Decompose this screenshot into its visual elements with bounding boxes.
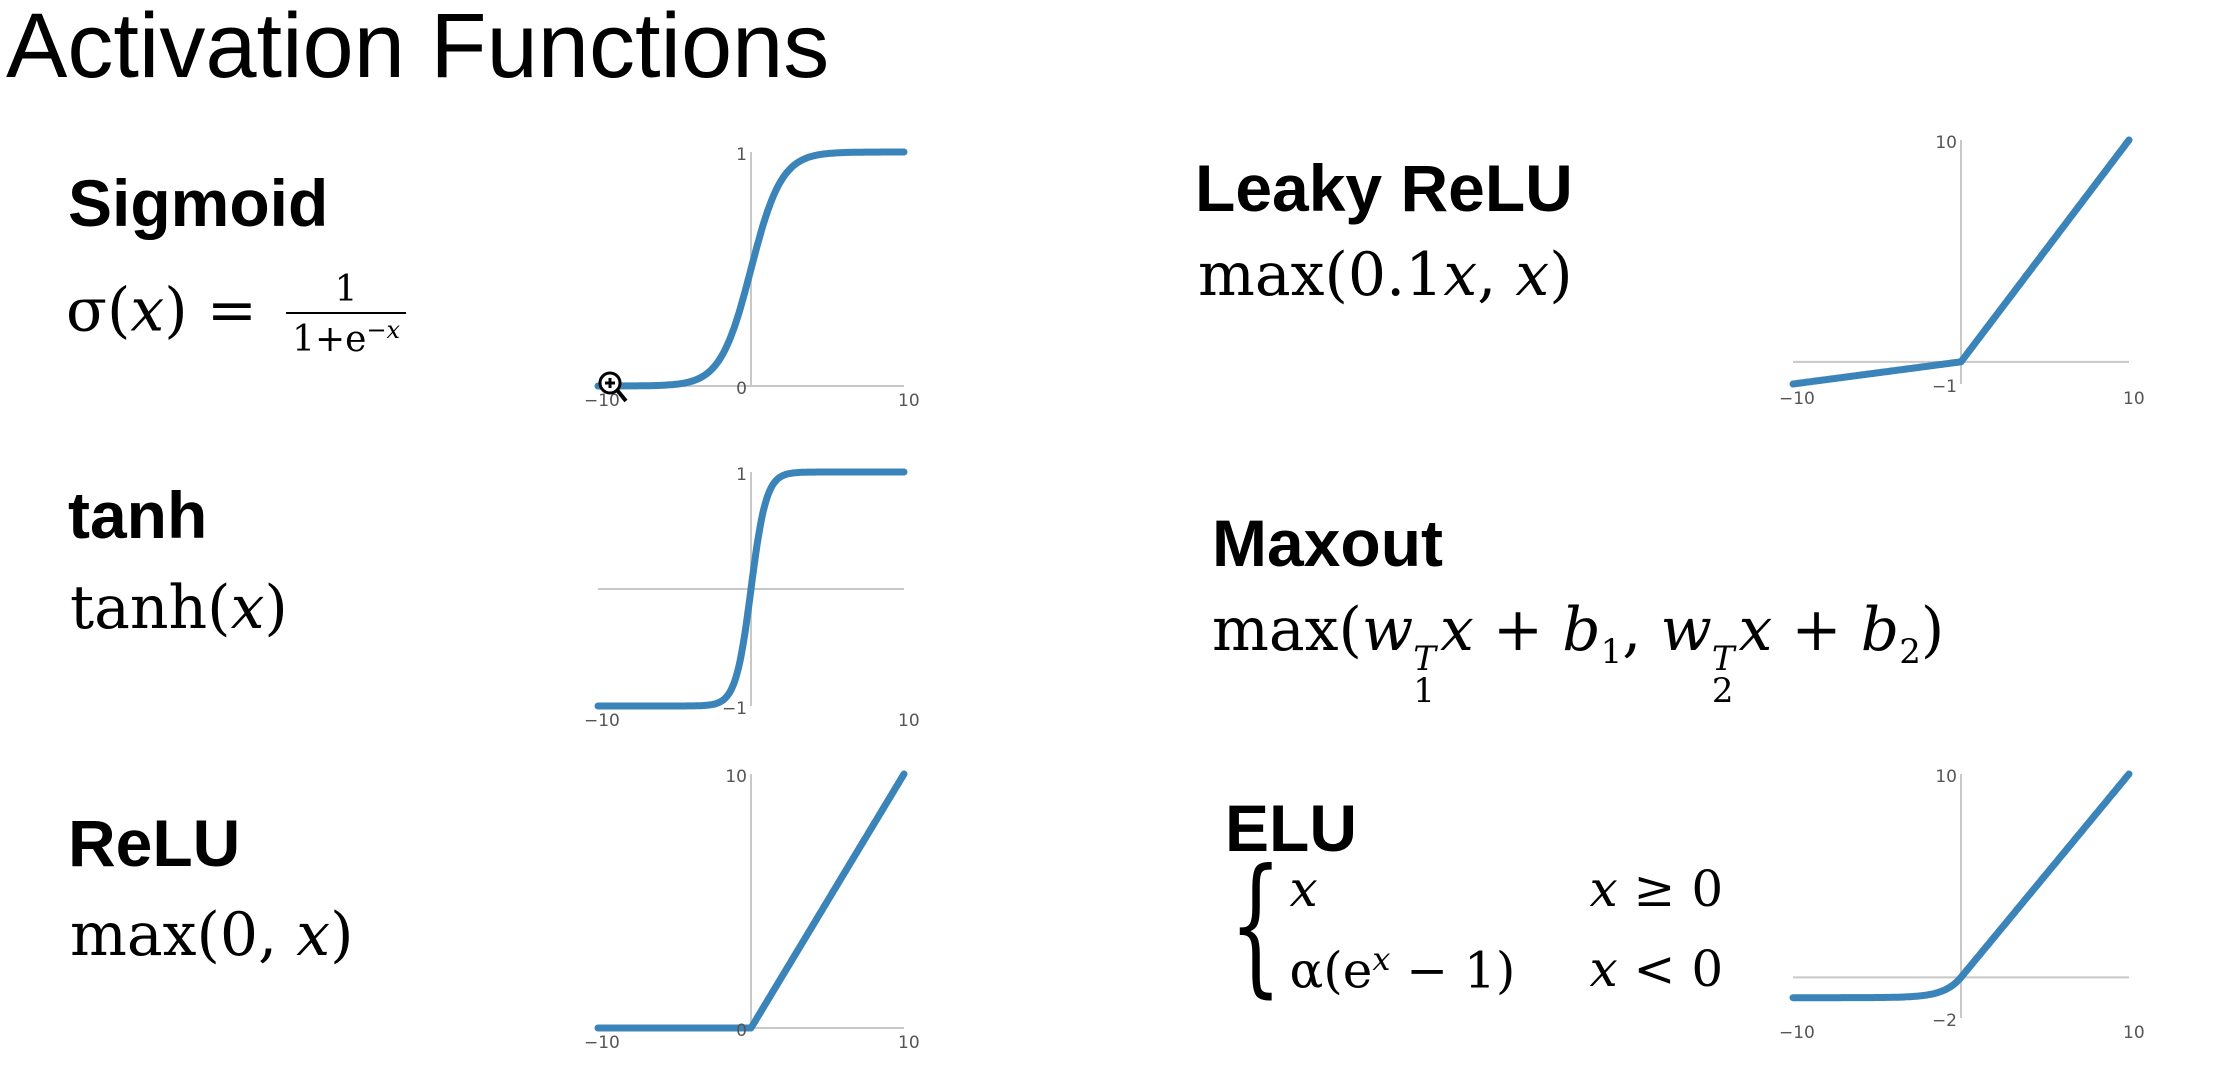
elu-curve [1789, 770, 2133, 1002]
elu-formula: { x x ≥ 0 α(ex − 1) x < 0 [1208, 850, 1723, 1000]
tanh-curve [594, 468, 908, 710]
leaky-relu-name: Leaky ReLU [1195, 151, 1573, 225]
sigmoid-formula-mid: ) = [164, 275, 257, 346]
maxout-w2-sup: T [1711, 639, 1735, 679]
relu-x-tick-max: 10 [898, 1033, 920, 1053]
leaky-x-tick-max: 10 [2123, 389, 2145, 409]
zoom-cursor-icon [598, 371, 628, 403]
relu-chart: −10 10 10 0 [584, 767, 920, 1053]
maxout-w1-sup: T [1413, 639, 1436, 679]
maxout-plus2: + [1772, 595, 1861, 665]
maxout-b2: b [1860, 595, 1900, 665]
maxout-plus1: + [1473, 595, 1563, 665]
tanh-name: tanh [68, 478, 208, 552]
leaky-formula-mid: , [1477, 240, 1516, 310]
elu-x-tick-min: −10 [1779, 1023, 1815, 1043]
relu-y-tick-max: 10 [725, 767, 747, 787]
relu-formula-pre: max(0, [70, 900, 297, 970]
relu-formula-var: x [296, 900, 331, 970]
sigmoid-frac-denominator: 1+e−x [286, 312, 407, 360]
leaky-y-tick-max: 10 [1935, 133, 1957, 153]
elu-brace: { [1229, 838, 1282, 1012]
sigmoid-x-tick-min: −10 [584, 391, 620, 411]
tanh-formula-post: ) [264, 573, 288, 643]
leaky-y-tick-min: −1 [1932, 377, 1957, 397]
sigmoid-frac-den-base: 1+e [292, 319, 367, 360]
maxout-name: Maxout [1212, 506, 1443, 580]
relu-formula-post: ) [330, 900, 354, 970]
sigmoid-curve [594, 148, 908, 390]
elu-case2-expr: α(ex − 1) [1289, 940, 1516, 1000]
leaky-formula-var2: x [1515, 240, 1550, 310]
tanh-x-tick-max: 10 [898, 711, 920, 731]
maxout-x2: x [1738, 595, 1773, 665]
slide-title: Activation Functions [6, 0, 830, 97]
elu-name: ELU [1225, 791, 1357, 865]
tanh-formula-pre: tanh( [70, 573, 231, 643]
tanh-y-tick-min: −1 [722, 699, 747, 719]
maxout-b2-sub: 2 [1899, 632, 1921, 672]
maxout-b1-sub: 1 [1600, 632, 1623, 672]
maxout-x1: x [1439, 595, 1474, 665]
leaky-formula-var: x [1443, 240, 1478, 310]
sigmoid-formula: σ(x) = 1 1+e−x [66, 269, 407, 360]
leaky-relu-chart: −10 10 10 −1 [1779, 133, 2145, 409]
leaky-formula-pre: max(0.1 [1198, 240, 1444, 310]
elu-case1-expr: x [1289, 860, 1318, 919]
sigmoid-y-tick-min: 0 [736, 379, 747, 399]
sigmoid-formula-lhs: σ( [66, 275, 131, 346]
maxout-max: max( [1212, 595, 1362, 665]
sigmoid-y-tick-max: 1 [736, 145, 747, 165]
elu-x-tick-max: 10 [2123, 1023, 2145, 1043]
maxout-w2-sub: 2 [1711, 671, 1734, 712]
elu-y-tick-min: −2 [1932, 1011, 1957, 1031]
relu-x-tick-min: −10 [584, 1033, 620, 1053]
leaky-curve [1789, 136, 2133, 388]
sigmoid-name: Sigmoid [68, 166, 329, 240]
maxout-w1: w [1361, 595, 1414, 665]
sigmoid-fraction: 1 1+e−x [286, 269, 407, 360]
maxout-w2: w [1660, 595, 1712, 665]
sigmoid-frac-numerator: 1 [334, 269, 358, 310]
maxout-close: ) [1920, 595, 1945, 665]
tanh-chart: −10 10 1 −1 [584, 465, 920, 731]
tanh-formula: tanh(x) [70, 578, 288, 638]
elu-cases: x x ≥ 0 α(ex − 1) x < 0 [1289, 860, 1723, 1000]
leaky-formula-post: ) [1549, 240, 1573, 310]
elu-case1-cond: x ≥ 0 [1589, 860, 1724, 919]
sigmoid-frac-exponent: −x [366, 316, 401, 344]
relu-formula: max(0, x) [70, 905, 354, 965]
relu-y-tick-min: 0 [736, 1021, 747, 1041]
maxout-b1: b [1562, 595, 1601, 665]
elu-chart: −10 10 10 −2 [1779, 767, 2145, 1043]
relu-curve [594, 770, 908, 1032]
leaky-x-tick-min: −10 [1779, 389, 1815, 409]
elu-y-tick-max: 10 [1935, 767, 1957, 787]
maxout-comma: , [1622, 595, 1661, 665]
maxout-w1-sub: 1 [1413, 671, 1435, 712]
sigmoid-x-tick-max: 10 [898, 391, 920, 411]
relu-name: ReLU [68, 806, 241, 880]
tanh-formula-var: x [230, 573, 265, 643]
tanh-y-tick-max: 1 [736, 465, 747, 485]
tanh-x-tick-min: −10 [584, 711, 620, 731]
sigmoid-formula-var: x [130, 275, 165, 346]
elu-case2-cond: x < 0 [1589, 940, 1724, 999]
leaky-relu-formula: max(0.1x, x) [1198, 245, 1573, 305]
